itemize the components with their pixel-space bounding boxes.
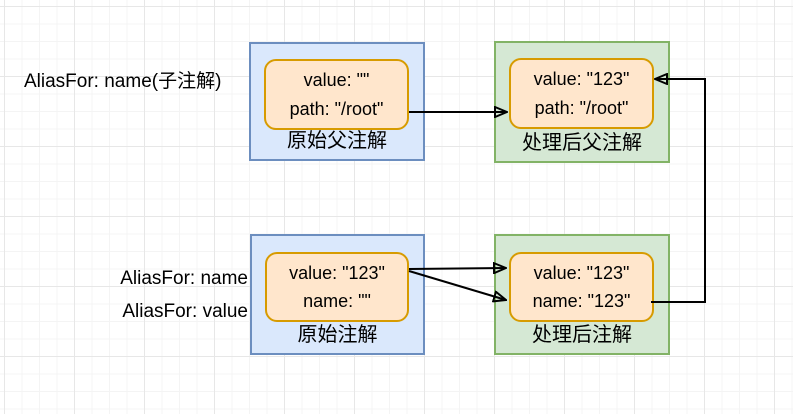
attribute-box[interactable]: value: "123" path: "/root" xyxy=(509,58,654,129)
field-value: value: "123" xyxy=(289,262,385,283)
attribute-box[interactable]: value: "123" name: "123" xyxy=(509,252,654,322)
attribute-box[interactable]: value: "123" name: "" xyxy=(265,252,409,322)
field-value: value: "123" xyxy=(533,262,630,283)
attribute-box[interactable]: value: "" path: "/root" xyxy=(264,59,409,130)
node-title: 原始注解 xyxy=(297,324,378,346)
node-processed-annotation[interactable]: value: "123" name: "123" 处理后注解 xyxy=(494,234,670,355)
label-alias-value[interactable]: AliasFor: value xyxy=(122,301,248,322)
node-original-annotation[interactable]: value: "123" name: "" 原始注解 xyxy=(250,234,425,355)
label-alias-name[interactable]: AliasFor: name xyxy=(120,268,248,289)
node-title: 原始父注解 xyxy=(287,130,387,152)
node-title: 处理后父注解 xyxy=(522,132,642,154)
field-name: name: "123" xyxy=(532,291,631,312)
field-value: value: "123" xyxy=(533,69,630,89)
field-value: value: "" xyxy=(303,70,370,90)
node-original-parent-annotation[interactable]: value: "" path: "/root" 原始父注解 xyxy=(249,42,425,161)
node-title: 处理后注解 xyxy=(532,324,632,346)
label-alias-stack: AliasFor: name AliasFor: value xyxy=(40,262,248,328)
field-path: path: "/root" xyxy=(534,98,629,118)
field-name: name: "" xyxy=(303,291,371,312)
label-parent-alias[interactable]: AliasFor: name(子注解) xyxy=(24,71,222,92)
field-path: path: "/root" xyxy=(289,99,384,119)
node-processed-parent-annotation[interactable]: value: "123" path: "/root" 处理后父注解 xyxy=(494,41,670,163)
